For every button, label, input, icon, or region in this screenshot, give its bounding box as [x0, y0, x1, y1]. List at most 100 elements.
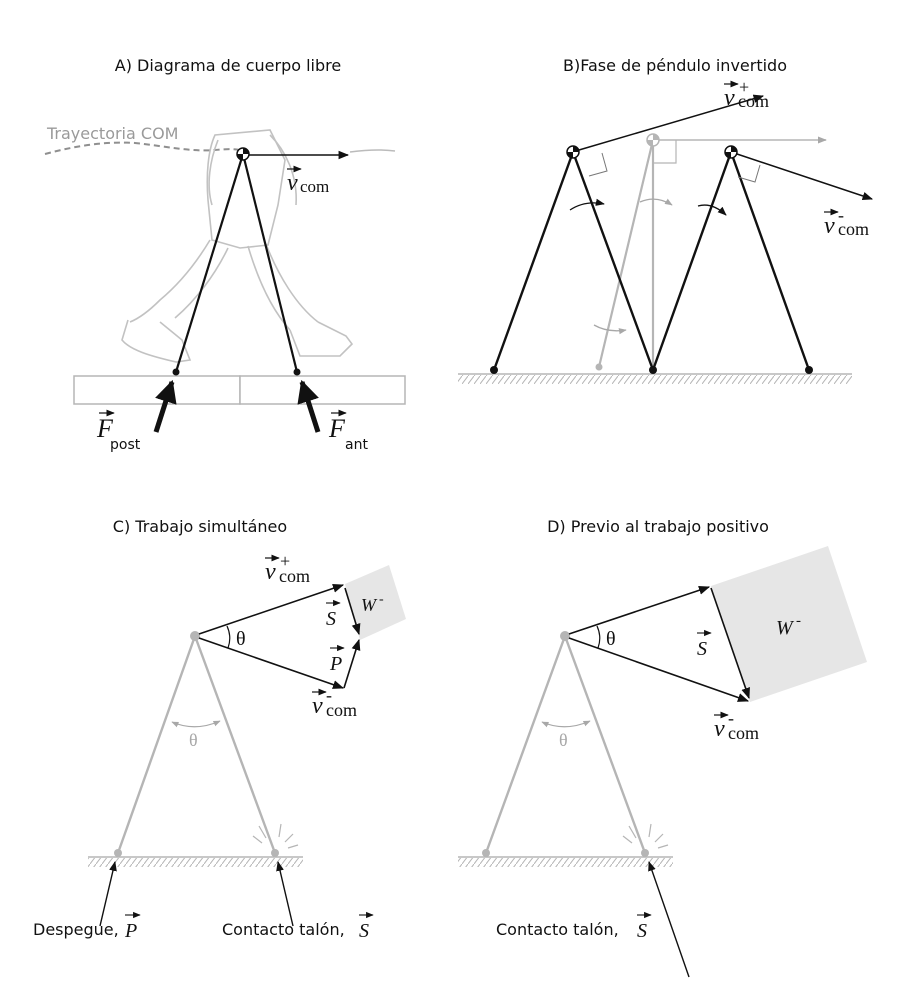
work-region-c: [345, 565, 406, 640]
svg-text:v: v: [287, 170, 298, 196]
v-com-minus-label-c: v - com: [312, 685, 357, 720]
heel-contact-point: [271, 849, 279, 857]
ground-hatch-c: [88, 858, 303, 867]
com-marker-early-icon: [566, 145, 580, 159]
svg-text:com: com: [326, 700, 357, 720]
com-trajectory-line-ahead: [349, 149, 396, 153]
svg-text:com: com: [279, 566, 310, 586]
panel-d-title: D) Previo al trabajo positivo: [547, 517, 769, 536]
svg-text:S: S: [359, 920, 369, 942]
svg-text:-: -: [379, 592, 384, 607]
leading-foot-point: [293, 368, 301, 376]
svg-text:F: F: [328, 414, 346, 443]
svg-text:P: P: [329, 653, 342, 675]
svg-text:com: com: [728, 723, 759, 743]
svg-text:Contacto talón,: Contacto talón,: [222, 920, 345, 939]
f-ant-label: F ant: [328, 409, 368, 453]
heel-force-arrow: [276, 861, 294, 927]
ground-plate-back: [73, 375, 241, 405]
svg-text:post: post: [110, 437, 141, 453]
heel-contact-label-c: Contacto talón, S: [222, 911, 374, 942]
trailing-foot-point: [172, 368, 180, 376]
svg-text:v: v: [312, 693, 323, 719]
heel-contact-point-d: [641, 849, 649, 857]
ground-hatch-d: [458, 858, 673, 867]
pushoff-label: Despegue, P: [33, 911, 141, 942]
mid-stance-right-angle: [653, 140, 677, 164]
svg-text:S: S: [637, 920, 647, 942]
panel-b: B)Fase de péndulo invertido: [458, 56, 873, 384]
svg-text:v: v: [824, 213, 835, 239]
rotation-arrow-swing: [593, 324, 627, 335]
svg-text:com: com: [300, 177, 329, 196]
trajectory-label: Trayectoria COM: [46, 124, 178, 143]
v-com-plus-arrow: [578, 94, 765, 151]
v-com-plus-arrow-c: [198, 584, 345, 635]
pushoff-force-arrow: [99, 861, 117, 927]
rotation-arrow-mid: [639, 198, 673, 206]
leading-leg-d: [563, 635, 647, 854]
leg-angle-label-c: θ: [189, 730, 198, 750]
panel-a-title: A) Diagrama de cuerpo libre: [115, 56, 341, 75]
heel-contact-label-d: Contacto talón, S: [496, 911, 652, 942]
svg-text:F: F: [96, 414, 114, 443]
theta-label-c: θ: [236, 628, 246, 650]
svg-text:P: P: [124, 920, 137, 942]
com-trajectory-line: [44, 141, 244, 155]
impact-burst-icon-d: [622, 823, 669, 849]
s-vector-c: [344, 587, 361, 636]
trailing-leg: [174, 153, 245, 373]
foot-point-2: [649, 366, 657, 374]
panel-a: A) Diagrama de cuerpo libre Trayectoria …: [44, 56, 406, 453]
mid-stance-swing-foot: [595, 363, 603, 371]
v-com-plus-label-c: v + com: [265, 551, 310, 586]
svg-text:+: +: [739, 77, 749, 97]
ground-hatch-b: [458, 375, 852, 384]
svg-text:Contacto talón,: Contacto talón,: [496, 920, 619, 939]
p-vector-c: [343, 638, 361, 689]
trailing-leg-d: [484, 635, 567, 854]
v-com-minus-label-d: v - com: [714, 708, 759, 743]
svg-text:-: -: [326, 685, 332, 705]
v-com-minus-arrow-c: [198, 637, 345, 689]
s-vector-label-d: S: [697, 629, 712, 660]
svg-text:-: -: [796, 613, 801, 629]
com-marker-late-icon: [724, 145, 738, 159]
w-minus-label-d: W -: [776, 613, 801, 639]
impact-burst-icon: [252, 823, 299, 849]
svg-text:v: v: [714, 716, 725, 742]
trailing-foot-point-d: [482, 849, 490, 857]
com-point-d: [560, 631, 570, 641]
right-angle-mark-early: [588, 152, 608, 177]
leg-angle-arc-c: [171, 720, 221, 728]
early-stance-leg-front: [571, 151, 655, 371]
theta-arc-c: [226, 625, 231, 649]
v-com-minus-arrow: [736, 153, 873, 200]
v-com-plus-label: v + com: [724, 77, 769, 111]
com-marker-icon: [236, 147, 250, 161]
foot-point-1: [490, 366, 498, 374]
svg-text:W: W: [361, 595, 378, 615]
rotation-arrow-late: [697, 204, 727, 216]
svg-text:v: v: [265, 559, 276, 585]
trailing-leg-c: [116, 635, 197, 854]
leading-leg-c: [193, 635, 277, 854]
mid-stance-com-icon: [646, 133, 660, 147]
w-minus-label-c: W -: [361, 592, 384, 615]
panel-d: D) Previo al trabajo positivo θ θ S: [458, 517, 867, 978]
svg-text:ant: ant: [345, 437, 368, 453]
svg-text:-: -: [728, 708, 734, 728]
late-stance-leg-front: [729, 151, 811, 371]
svg-text:+: +: [280, 551, 290, 571]
panel-c: C) Trabajo simultáneo θ θ v: [33, 517, 406, 942]
v-com-minus-label: v - com: [824, 205, 869, 239]
theta-arc-d: [596, 625, 601, 649]
ground-plate-front: [239, 375, 406, 405]
late-stance-leg-back: [651, 151, 733, 371]
svg-text:S: S: [697, 638, 707, 660]
work-region-d: [711, 546, 867, 702]
s-vector-d: [710, 587, 750, 700]
v-com-label: v com: [287, 165, 329, 196]
pushoff-foot-point: [114, 849, 122, 857]
